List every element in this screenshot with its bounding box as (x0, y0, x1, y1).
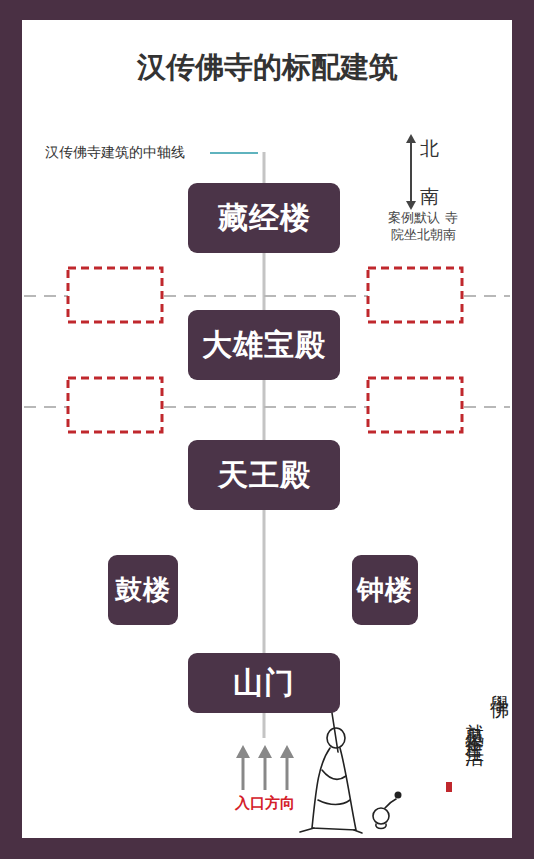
annotation-label: 就是學會生活 (463, 708, 489, 738)
building-box: 大雄宝殿 (188, 310, 340, 380)
building-name: 山门 (233, 663, 295, 704)
annotation-label: 南 (420, 184, 450, 210)
annotation-label: 案例默认 寺院坐北朝南 (388, 209, 458, 243)
diagram-title: 汉传佛寺的标配建筑 (22, 48, 512, 88)
leader-line (210, 152, 258, 154)
seal-mark (446, 782, 452, 792)
placeholder-box (368, 378, 462, 432)
annotation-label: 入口方向 (222, 794, 308, 813)
building-box: 鼓楼 (108, 555, 178, 625)
annotation-label: 汉传佛寺建筑的中轴线 (45, 144, 215, 162)
building-name: 藏经楼 (218, 198, 311, 239)
building-box: 钟楼 (352, 555, 418, 625)
building-box: 藏经楼 (188, 183, 340, 253)
building-box: 山门 (188, 653, 340, 713)
compass-arrow (406, 134, 416, 210)
monk-illustration (300, 700, 402, 833)
placeholder-box (68, 378, 162, 432)
placeholder-box (68, 268, 162, 322)
building-box: 天王殿 (188, 440, 340, 510)
building-name: 钟楼 (357, 572, 413, 608)
placeholder-box (368, 268, 462, 322)
building-name: 大雄宝殿 (202, 325, 326, 366)
annotation-label: 北 (420, 136, 450, 162)
entry-arrows (236, 745, 294, 790)
annotation-label: 學佛 (488, 680, 514, 690)
building-name: 鼓楼 (115, 572, 171, 608)
building-name: 天王殿 (218, 455, 311, 496)
